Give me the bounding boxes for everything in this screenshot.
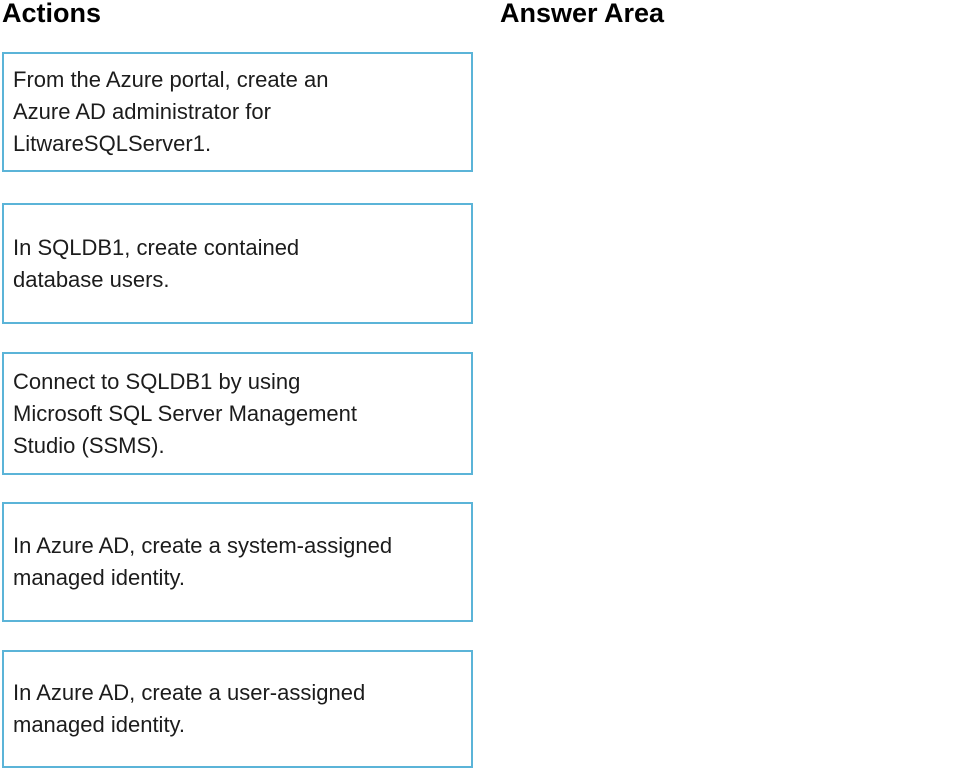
action-text-line: In Azure AD, create a system-assigned <box>13 533 393 558</box>
action-text-line: managed identity. <box>13 712 186 737</box>
action-create-system-assigned-identity[interactable]: In Azure AD, create a system-assigned ma… <box>2 502 473 622</box>
action-text-line: database users. <box>13 266 170 292</box>
action-create-azure-ad-admin[interactable]: From the Azure portal, create an Azure A… <box>2 52 473 172</box>
action-text-line: managed identity. <box>13 565 186 590</box>
action-text-line: Microsoft SQL Server Management <box>13 400 357 426</box>
action-create-user-assigned-identity[interactable]: In Azure AD, create a user-assigned mana… <box>2 650 473 768</box>
actions-heading: Actions <box>2 0 102 28</box>
action-text-line: In SQLDB1, create contained <box>13 234 300 260</box>
action-text-line: Connect to SQLDB1 by using <box>13 368 301 394</box>
action-create-contained-db-users[interactable]: In SQLDB1, create contained database use… <box>2 203 473 324</box>
answer-area-heading: Answer Area <box>500 0 665 28</box>
action-text-line: LitwareSQLServer1. <box>13 131 212 156</box>
answer-area-dropzone[interactable] <box>500 52 960 768</box>
action-text-line: In Azure AD, create a user-assigned <box>13 680 366 705</box>
action-connect-sqldb1-ssms[interactable]: Connect to SQLDB1 by using Microsoft SQL… <box>2 352 473 475</box>
action-text-line: Studio (SSMS). <box>13 432 165 458</box>
action-text-line: From the Azure portal, create an <box>13 67 329 92</box>
action-text-line: Azure AD administrator for <box>13 99 271 124</box>
